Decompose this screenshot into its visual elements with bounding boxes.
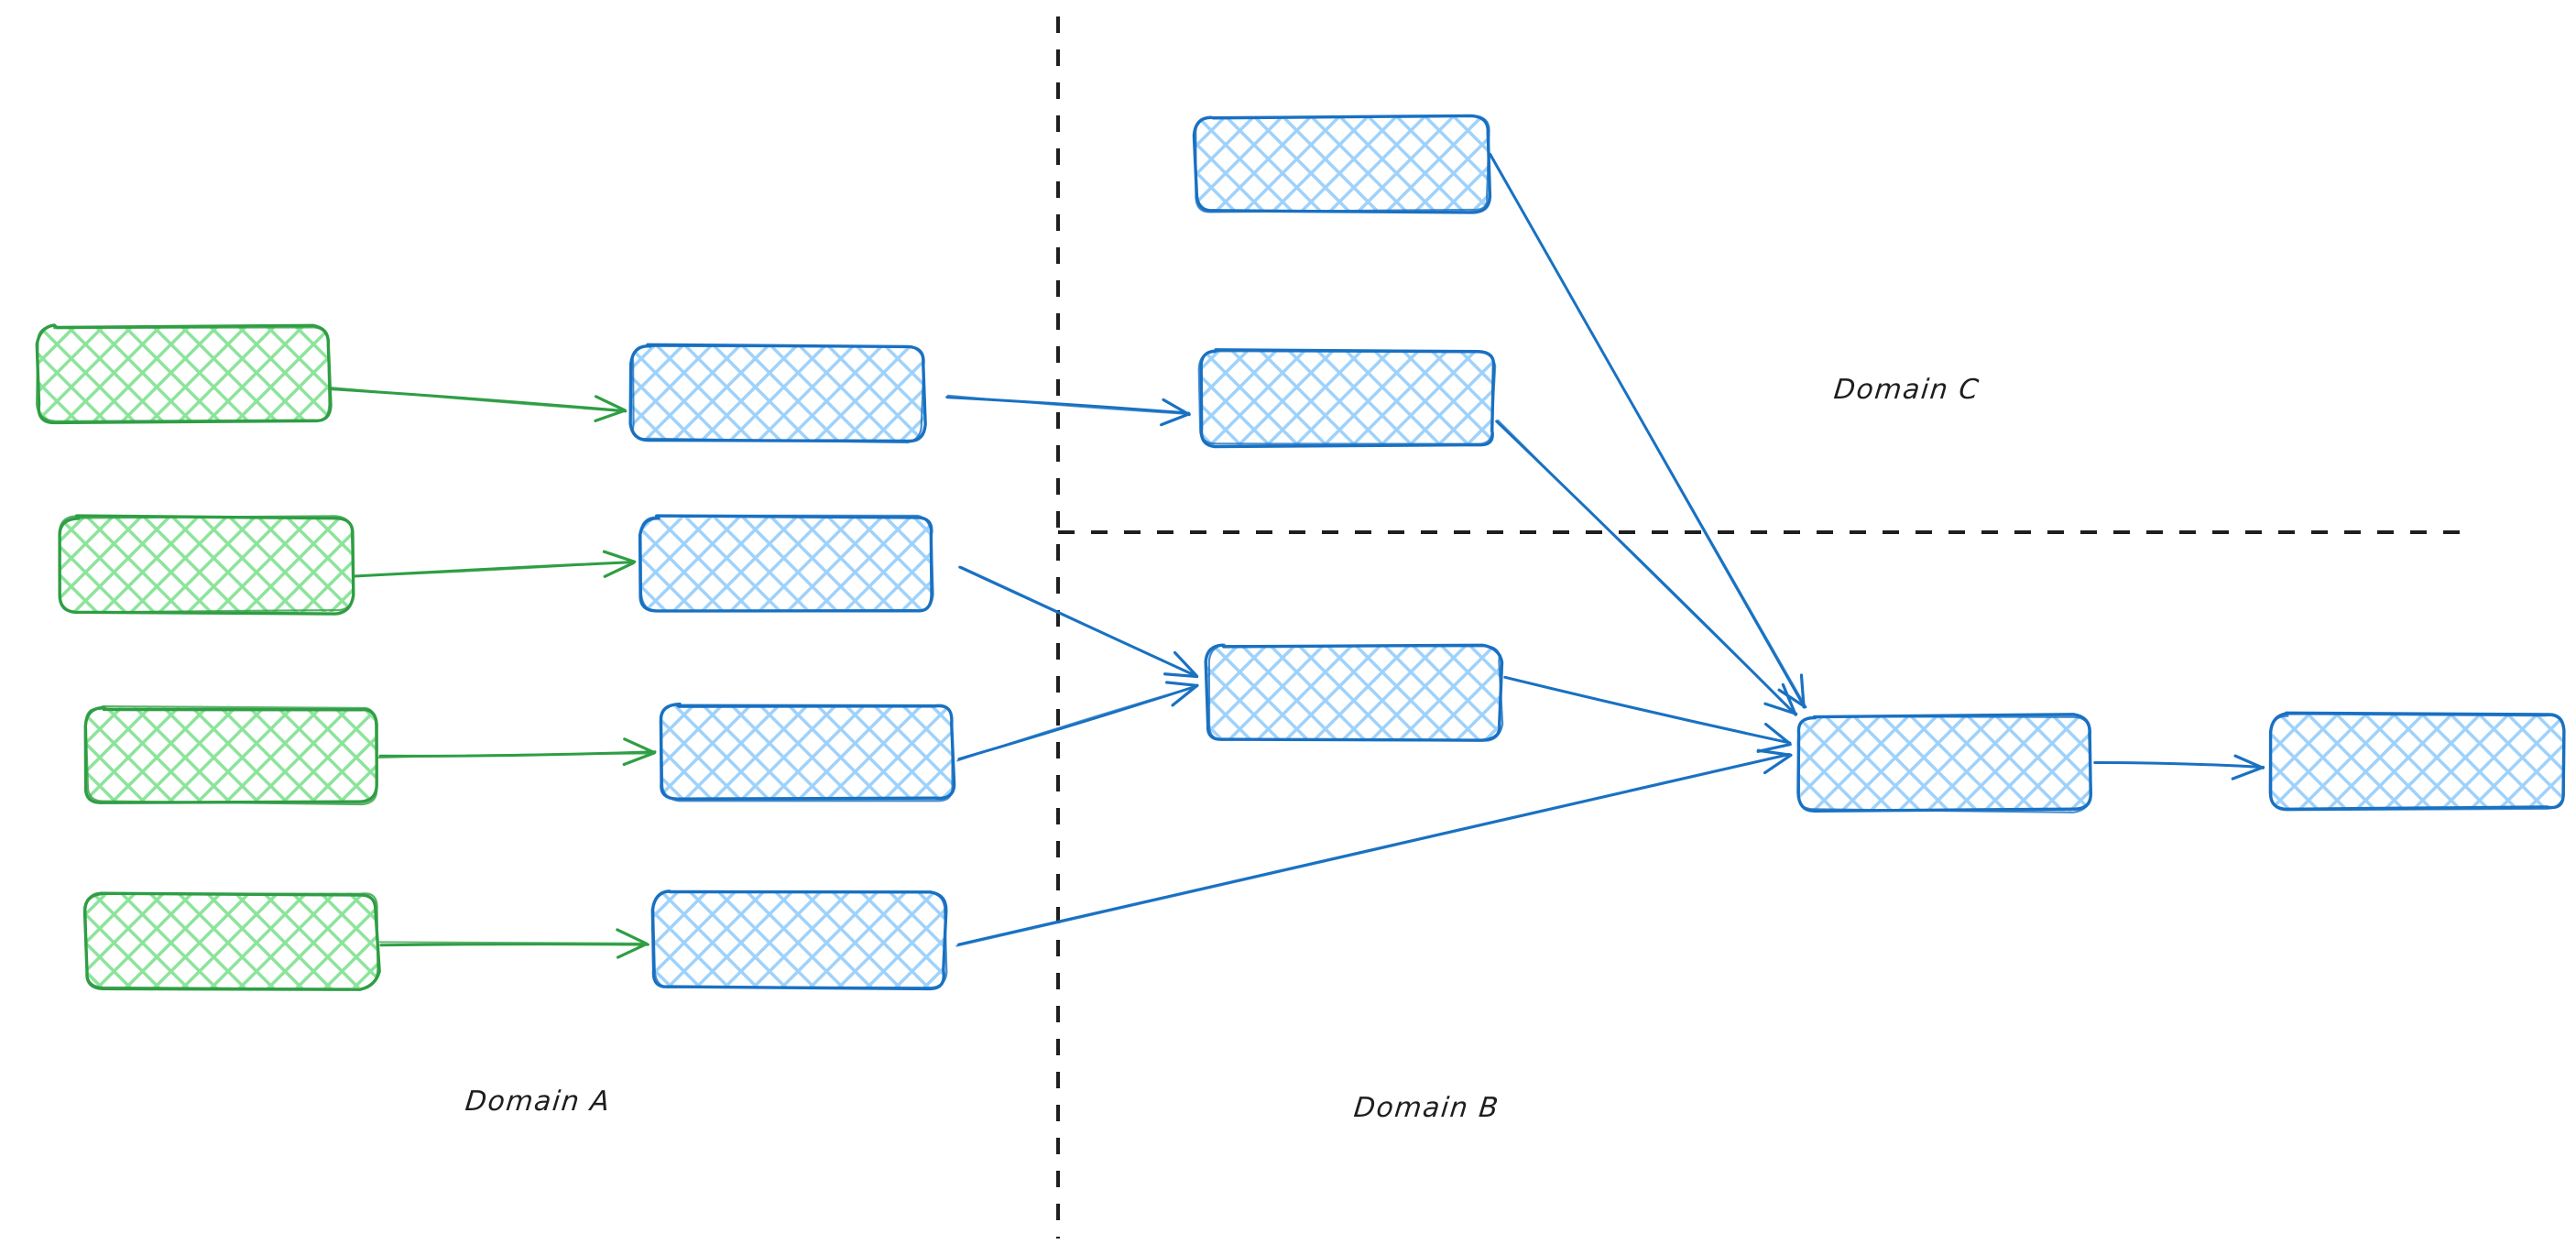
edge-c3-hub-arrowhead <box>1756 742 1792 753</box>
stage-node-b2-fill <box>640 517 933 613</box>
hub-node-fill <box>1796 715 2091 812</box>
edge-c3-hub-arrowhead <box>1764 722 1791 745</box>
edge-b1-c2-arrowhead <box>1160 412 1191 427</box>
source-node-a3-fill <box>85 707 378 803</box>
edge-c1-hub-line <box>1489 154 1807 708</box>
edge-a2-b2-arrowhead <box>602 550 637 563</box>
edge-a4-b4-arrowhead <box>616 942 649 959</box>
domainb-node-c3-fill <box>1206 645 1501 741</box>
edge-c1-hub <box>1489 152 1807 709</box>
edge-a4-b4-arrowhead <box>616 928 648 945</box>
edge-a2-b2-line <box>352 561 635 577</box>
output-node[interactable] <box>2268 711 2566 812</box>
edge-a2-b2-arrowhead <box>603 561 635 578</box>
divider-layer <box>1056 16 2462 1239</box>
hub-node[interactable] <box>1796 713 2092 813</box>
source-node-a1[interactable] <box>35 323 333 425</box>
domainb-node-c1-fill <box>1195 116 1489 213</box>
edge-c2-hub <box>1495 419 1798 716</box>
stage-node-b2-outline <box>639 514 934 613</box>
source-node-a4-fill <box>85 892 377 988</box>
stage-node-b4-outline <box>652 889 948 989</box>
domain-b-label: Domain B <box>1352 1092 1501 1124</box>
edge-b1-c2-line <box>946 394 1190 416</box>
edge-b1-c2-arrowhead <box>1162 398 1191 417</box>
edge-c1-hub-arrowhead <box>1799 673 1806 709</box>
domainb-node-c2-outline <box>1197 350 1497 445</box>
edge-hub-out-arrowhead <box>2233 754 2265 769</box>
edge-layer <box>329 152 2265 959</box>
stage-node-b4-fill <box>653 892 946 988</box>
edge-b2-c3-arrowhead <box>1173 650 1198 678</box>
stage-node-b1-fill <box>631 345 923 441</box>
stage-node-b4[interactable] <box>650 889 948 991</box>
edge-b2-c3-line <box>960 566 1199 679</box>
domainb-node-c2[interactable] <box>1197 348 1497 449</box>
edge-a3-b3-arrowhead <box>623 737 656 755</box>
stage-node-b1-outline <box>631 344 925 444</box>
source-node-a2-fill <box>60 517 352 612</box>
domainb-node-c3[interactable] <box>1204 643 1504 742</box>
edge-c3-hub <box>1503 675 1792 753</box>
source-node-a4[interactable] <box>82 891 381 991</box>
edge-a1-b1-arrowhead <box>594 395 627 412</box>
domainb-node-c2-fill <box>1200 350 1494 446</box>
edge-a4-b4-line <box>379 943 649 947</box>
edge-b4-hub-line <box>955 754 1790 947</box>
edge-b1-c2 <box>945 394 1191 427</box>
edge-a2-b2 <box>352 550 637 578</box>
edge-b3-c3-arrowhead <box>1164 681 1197 687</box>
edge-a3-b3-line <box>377 752 655 759</box>
source-node-a2[interactable] <box>58 514 355 616</box>
edge-hub-out <box>2093 754 2265 780</box>
edge-a1-b1-line <box>329 386 627 413</box>
edge-c2-hub-line <box>1497 419 1796 715</box>
edge-c2-hub-arrowhead <box>1781 682 1797 716</box>
stage-node-b2[interactable] <box>638 514 934 613</box>
edge-b4-hub <box>955 748 1793 947</box>
edge-b4-hub-line <box>957 752 1791 946</box>
edge-c3-hub-line <box>1503 676 1790 745</box>
stage-node-b3-outline <box>660 704 954 802</box>
output-node-fill <box>2269 714 2564 809</box>
edge-a1-b1-arrowhead <box>594 409 626 422</box>
domainb-node-c1[interactable] <box>1192 114 1492 214</box>
domain-c-label: Domain C <box>1832 374 1981 406</box>
node-layer <box>35 114 2566 991</box>
stage-node-b3[interactable] <box>659 702 956 802</box>
source-node-a1-fill <box>38 327 330 421</box>
edge-b2-c3-arrowhead <box>1162 672 1199 679</box>
edge-b4-hub-arrowhead <box>1763 753 1793 775</box>
source-node-a2-outline <box>58 515 355 614</box>
edge-a4-b4 <box>378 928 649 959</box>
edge-a4-b4-line <box>378 941 648 944</box>
source-node-a3-outline <box>84 704 378 806</box>
edge-b3-c3 <box>956 681 1199 762</box>
edge-b3-c3-line <box>956 685 1198 762</box>
edge-b3-c3-arrowhead <box>1171 683 1199 707</box>
stage-node-b3-fill <box>660 704 954 801</box>
stage-node-b1[interactable] <box>628 343 927 444</box>
edge-a3-b3 <box>377 737 657 767</box>
domainb-node-c1-outline <box>1195 115 1490 213</box>
edge-c1-hub-arrowhead <box>1777 688 1807 709</box>
edge-a3-b3-arrowhead <box>622 751 656 767</box>
domainb-node-c3-outline <box>1207 643 1504 742</box>
source-node-a4-outline <box>84 891 379 990</box>
hub-node-outline <box>1797 715 2092 813</box>
source-node-a3[interactable] <box>83 704 378 806</box>
edge-hub-out-line <box>2094 761 2264 769</box>
edge-c2-hub-arrowhead <box>1763 702 1798 715</box>
edge-a1-b1 <box>329 386 628 422</box>
edge-b2-c3 <box>958 565 1199 679</box>
output-node-outline <box>2268 713 2566 812</box>
domain-a-label: Domain A <box>464 1086 613 1118</box>
edge-hub-out-arrowhead <box>2231 765 2265 780</box>
source-node-a1-outline <box>35 324 331 423</box>
